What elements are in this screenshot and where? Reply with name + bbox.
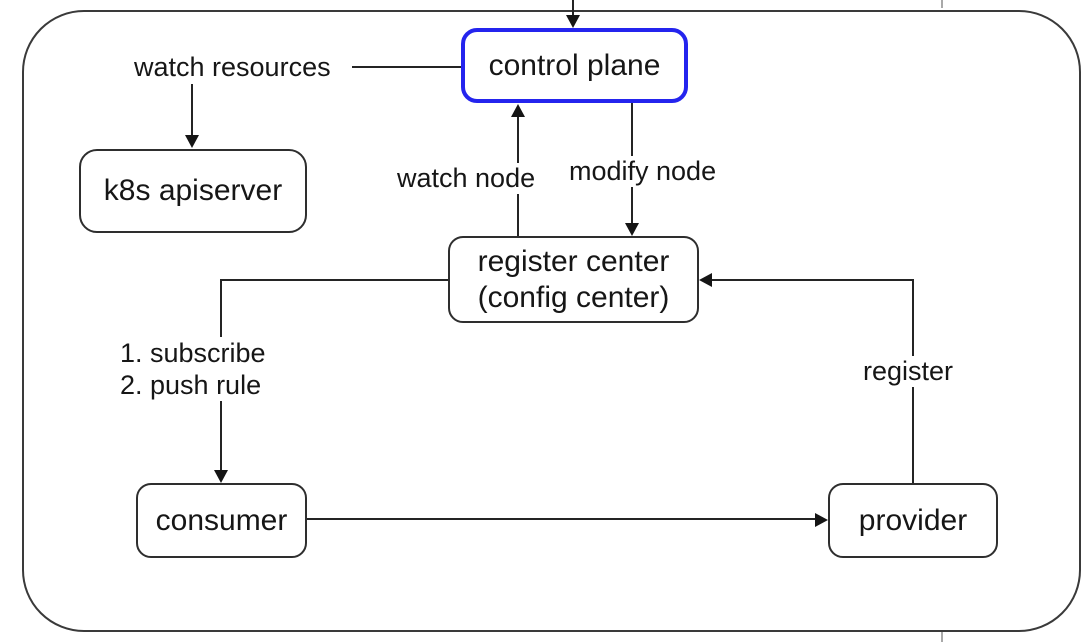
edge-top-entry-line	[572, 0, 574, 16]
cluster-boundary	[22, 10, 1081, 632]
edge-register-hline	[711, 279, 914, 281]
arrowhead-up-icon	[511, 104, 525, 117]
edge-label-subscribe-line1: 1. subscribe	[120, 338, 266, 368]
node-label: k8s apiserver	[103, 174, 283, 207]
node-label-line1: register center	[477, 244, 670, 278]
node-label: consumer	[155, 503, 288, 537]
edge-consumer-provider-line	[307, 518, 816, 520]
node-label: control plane	[488, 48, 661, 82]
arrowhead-down-icon	[566, 15, 580, 28]
edge-label-subscribe-line2: 2. push rule	[120, 370, 262, 400]
arrowhead-right-icon	[815, 513, 828, 527]
node-label-line2: (config center)	[477, 280, 670, 314]
node-consumer: consumer	[136, 483, 307, 558]
edge-label-subscribe: 1. subscribe 2. push rule	[117, 337, 269, 401]
edge-label-watch-node: watch node	[394, 163, 539, 194]
edge-label-register: register	[860, 356, 957, 387]
edge-watch-resources-line	[352, 66, 461, 68]
node-control-plane: control plane	[461, 28, 688, 103]
arrowhead-down-icon	[185, 135, 199, 148]
edge-label-modify-node: modify node	[566, 156, 720, 187]
edge-subscribe-hline	[221, 279, 448, 281]
page-break-tick-bottom	[941, 632, 943, 642]
node-register-center: register center (config center)	[448, 236, 699, 323]
arrowhead-down-icon	[214, 470, 228, 483]
edge-label-watch-resources: watch resources	[131, 52, 334, 83]
node-label: provider	[858, 503, 968, 537]
node-k8s-apiserver: k8s apiserver	[79, 149, 307, 233]
arrowhead-down-icon	[625, 223, 639, 236]
arrowhead-left-icon	[699, 273, 712, 287]
page-break-tick-top	[941, 0, 943, 8]
node-provider: provider	[828, 483, 998, 558]
edge-to-apiserver-line	[191, 84, 193, 136]
